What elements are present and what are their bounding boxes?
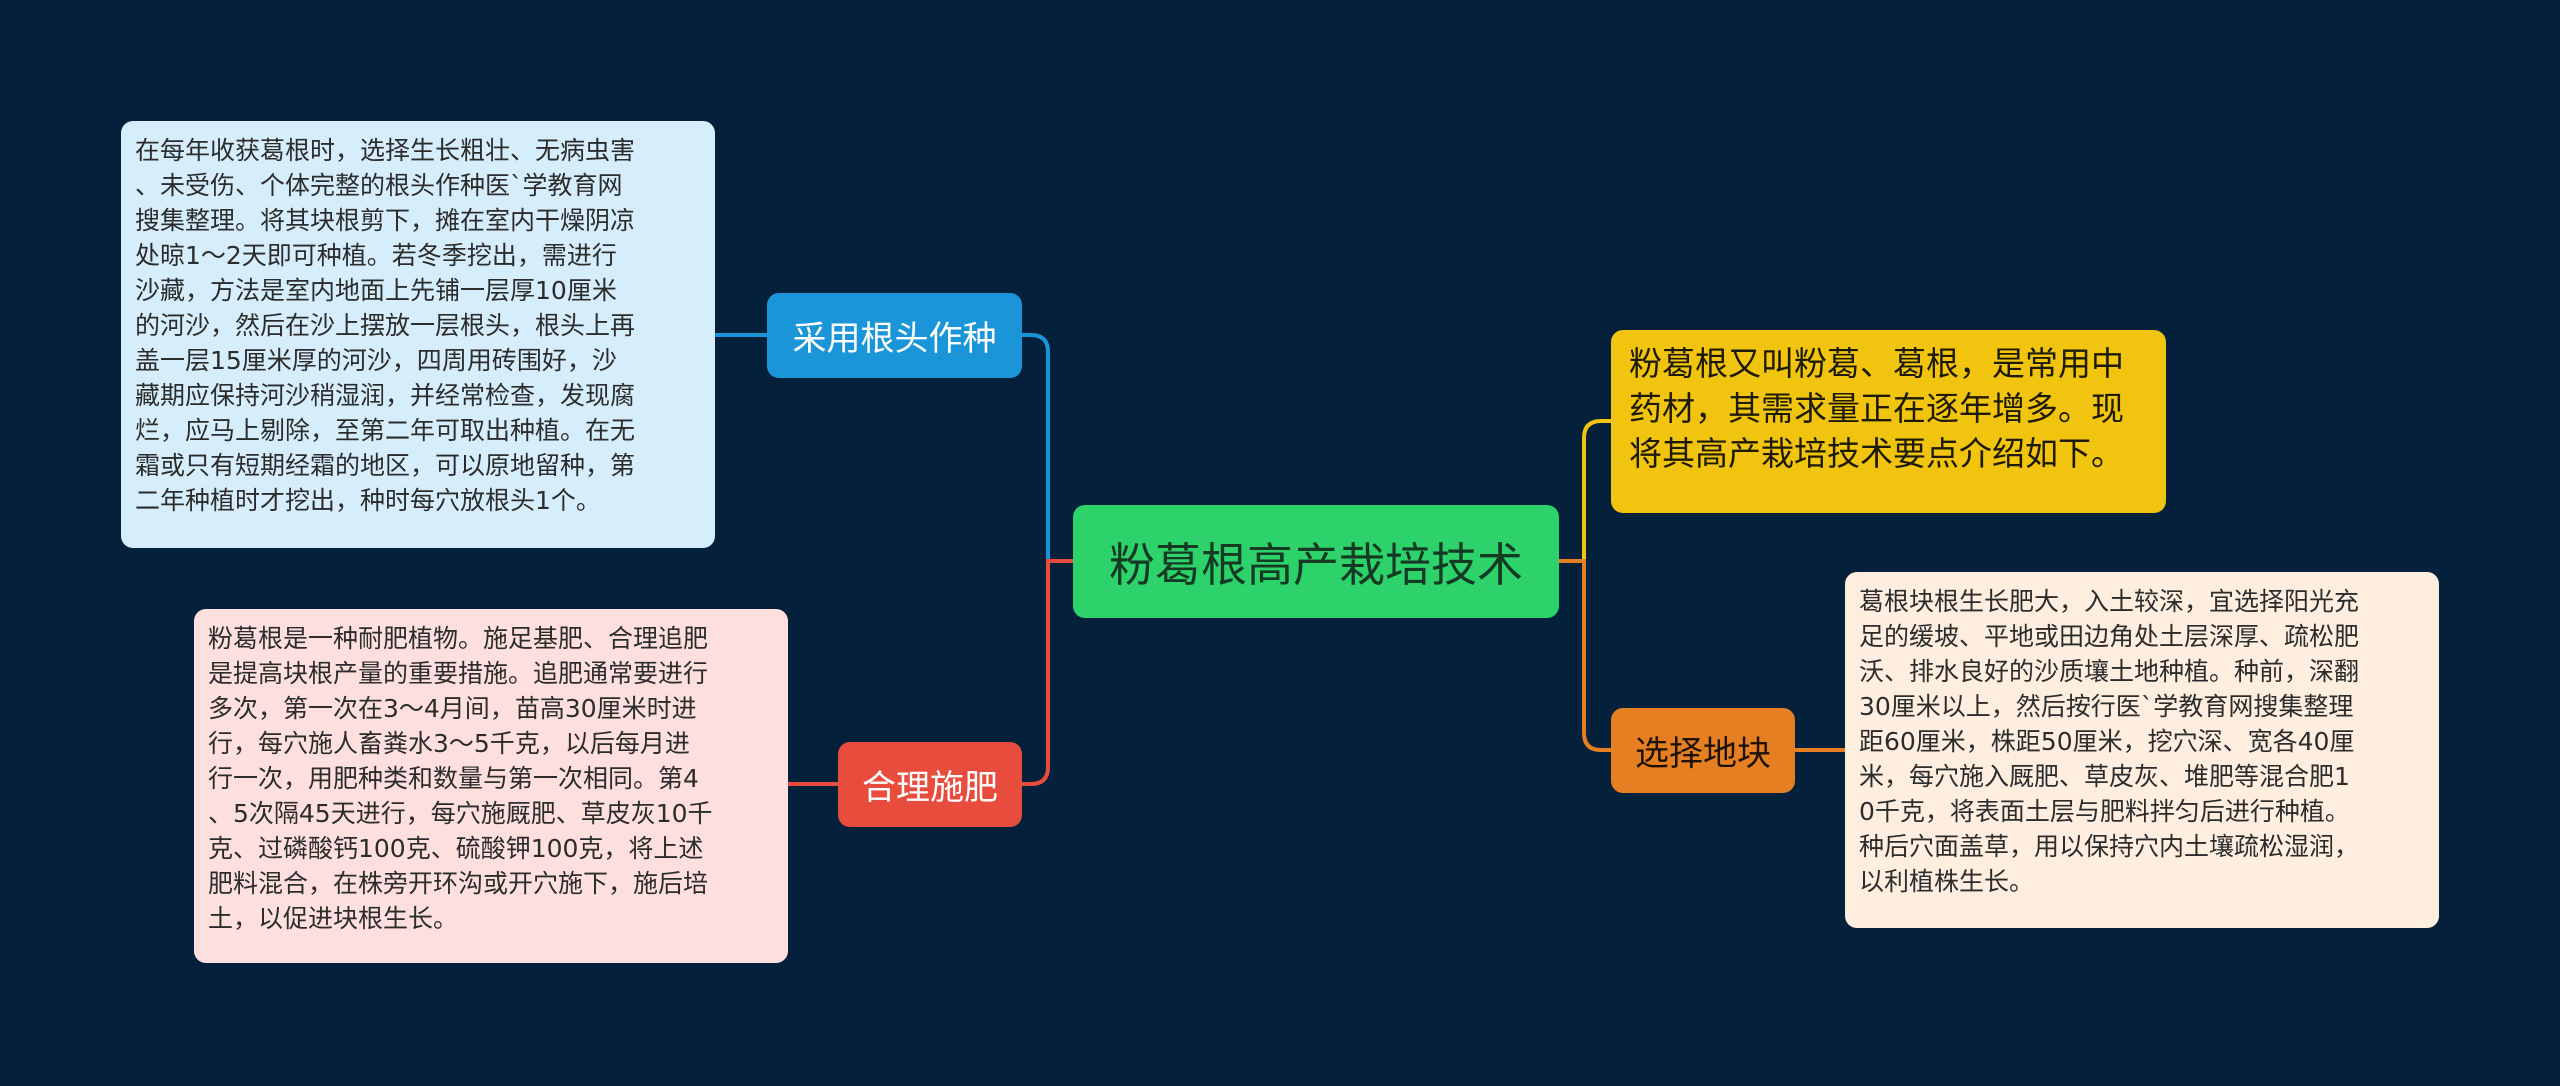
topic-fertilize[interactable]: 合理施肥	[838, 742, 1022, 827]
topic-root-seed-label: 采用根头作种	[792, 319, 997, 359]
link-center-intro	[1559, 419, 1611, 563]
link-center-land	[1559, 559, 1611, 752]
topic-choose-land-label: 选择地块	[1635, 734, 1771, 774]
central-topic[interactable]: 粉葛根高产栽培技术	[1073, 505, 1559, 618]
topic-choose-land[interactable]: 选择地块	[1611, 708, 1795, 793]
link-center-root	[1022, 333, 1073, 563]
topic-intro[interactable]: 粉葛根又叫粉葛、葛根，是常用中 药材，其需求量正在逐年增多。现 将其高产栽培技术…	[1611, 330, 2166, 513]
detail-choose-land[interactable]: 葛根块根生长肥大，入土较深，宜选择阳光充 足的缓坡、平地或田边角处土层深厚、疏松…	[1845, 572, 2439, 928]
topic-fertilize-label: 合理施肥	[862, 768, 998, 808]
link-center-fertilize	[1022, 559, 1073, 786]
detail-fertilize[interactable]: 粉葛根是一种耐肥植物。施足基肥、合理追肥 是提高块根产量的重要措施。追肥通常要进…	[194, 609, 788, 963]
central-topic-label: 粉葛根高产栽培技术	[1109, 537, 1523, 592]
topic-root-seed[interactable]: 采用根头作种	[767, 293, 1022, 378]
detail-root-seed[interactable]: 在每年收获葛根时，选择生长粗壮、无病虫害 、未受伤、个体完整的根头作种医`学教育…	[121, 121, 715, 548]
